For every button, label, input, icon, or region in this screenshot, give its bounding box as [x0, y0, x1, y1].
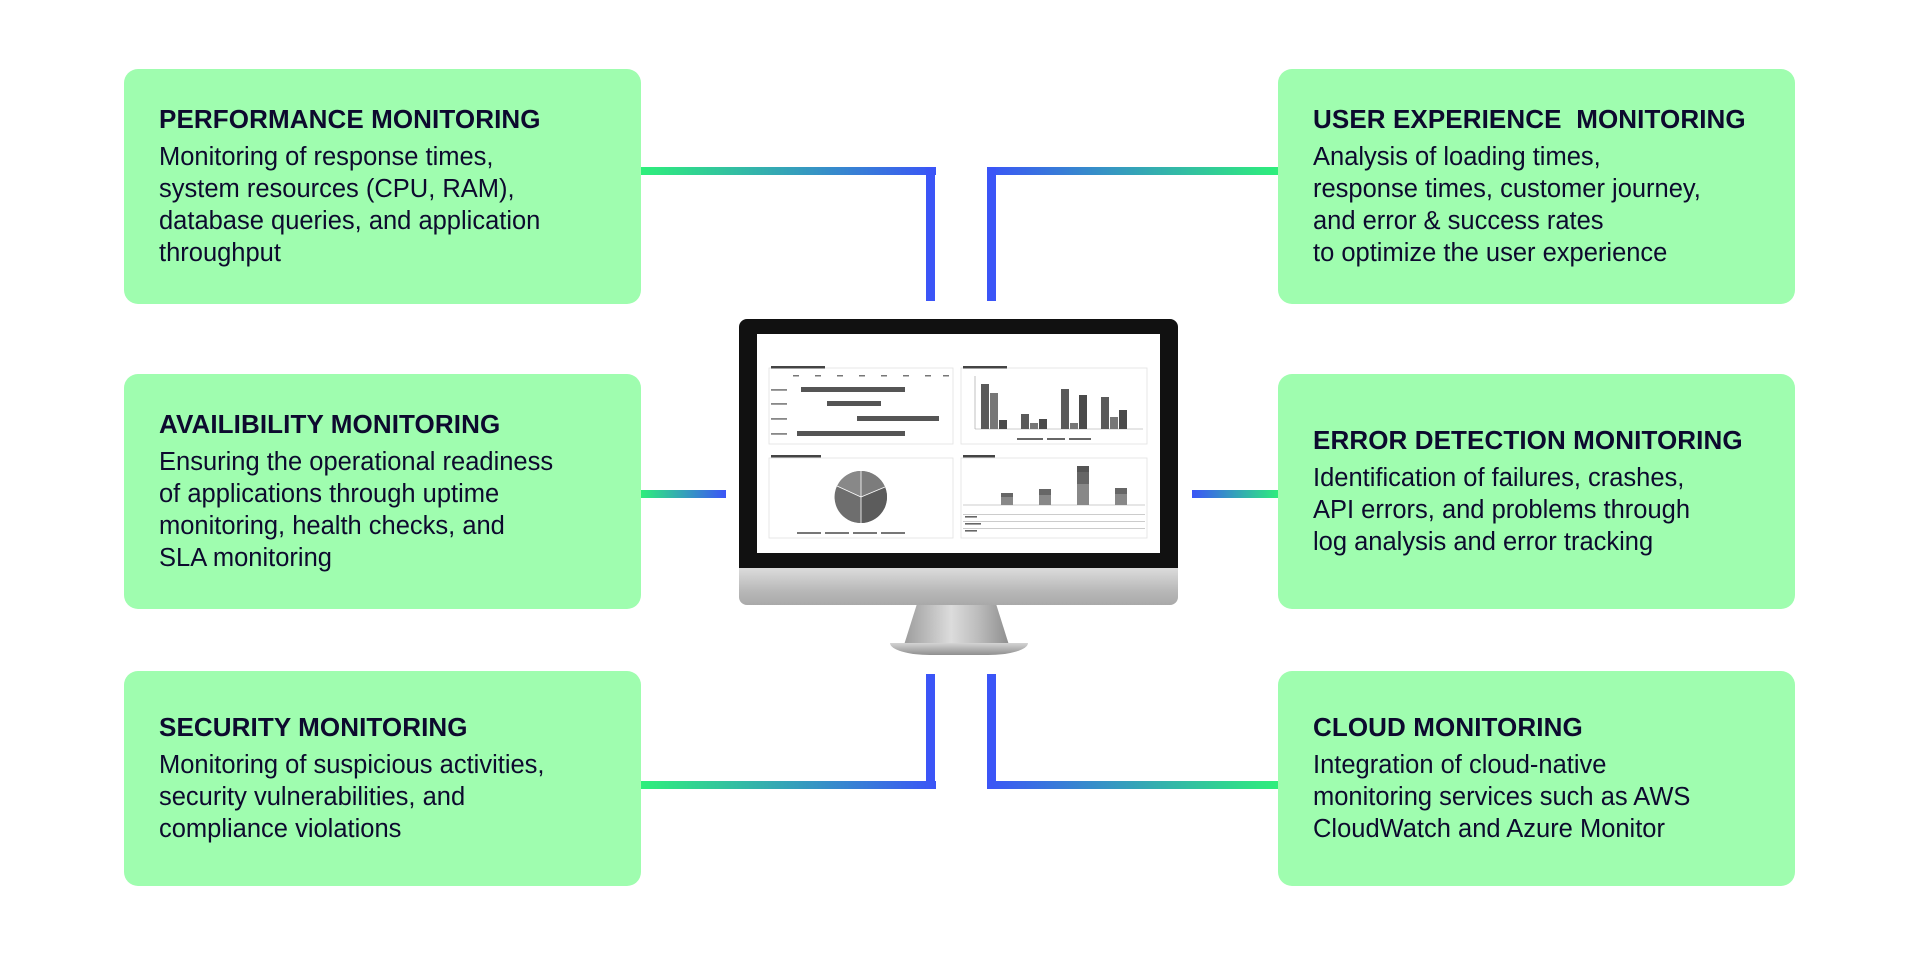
card-title: CLOUD MONITORING: [1313, 712, 1583, 742]
monitor-dashboard-icon: [739, 319, 1178, 605]
connector-user-experience-horizontal: [987, 167, 1280, 175]
card-description: Monitoring of response times, system res…: [159, 143, 541, 267]
monitor-bezel: [739, 319, 1178, 568]
card-title: USER EXPERIENCE MONITORING: [1313, 104, 1746, 134]
connector-security-horizontal: [640, 781, 936, 789]
card-availability-monitoring: AVAILIBILITY MONITORING Ensuring the ope…: [124, 374, 641, 609]
connector-performance-horizontal: [640, 167, 936, 175]
card-description: Identification of failures, crashes, API…: [1313, 464, 1691, 556]
monitor-stand-base: [890, 643, 1028, 655]
connector-error-detection: [1192, 490, 1280, 498]
connector-cloud-vertical: [987, 674, 996, 789]
card-title: ERROR DETECTION MONITORING: [1313, 425, 1743, 455]
card-performance-monitoring: PERFORMANCE MONITORING Monitoring of res…: [124, 69, 641, 304]
pie-illustration: [834, 470, 887, 524]
connector-availability: [640, 490, 726, 498]
monitor-screen: [757, 334, 1160, 553]
card-description: Integration of cloud-native monitoring s…: [1313, 751, 1691, 843]
connector-security-vertical: [926, 674, 935, 789]
connector-user-experience-vertical: [987, 167, 996, 301]
card-title: SECURITY MONITORING: [159, 712, 468, 742]
card-error-detection-monitoring: ERROR DETECTION MONITORING Identificatio…: [1278, 374, 1795, 609]
connector-performance-vertical: [926, 167, 935, 301]
card-security-monitoring: SECURITY MONITORING Monitoring of suspic…: [124, 671, 641, 886]
card-title: AVAILIBILITY MONITORING: [159, 409, 501, 439]
card-title: PERFORMANCE MONITORING: [159, 104, 541, 134]
card-description: Analysis of loading times, response time…: [1313, 143, 1701, 267]
card-cloud-monitoring: CLOUD MONITORING Integration of cloud-na…: [1278, 671, 1795, 886]
card-user-experience-monitoring: USER EXPERIENCE MONITORING Analysis of l…: [1278, 69, 1795, 304]
card-description: Monitoring of suspicious activities, sec…: [159, 751, 545, 843]
dashboard-illustration: [768, 366, 1148, 539]
connector-cloud-horizontal: [987, 781, 1280, 789]
card-description: Ensuring the operational readiness of ap…: [159, 448, 554, 572]
monitor-stand: [904, 605, 1009, 645]
monitor-chin: [739, 568, 1178, 605]
